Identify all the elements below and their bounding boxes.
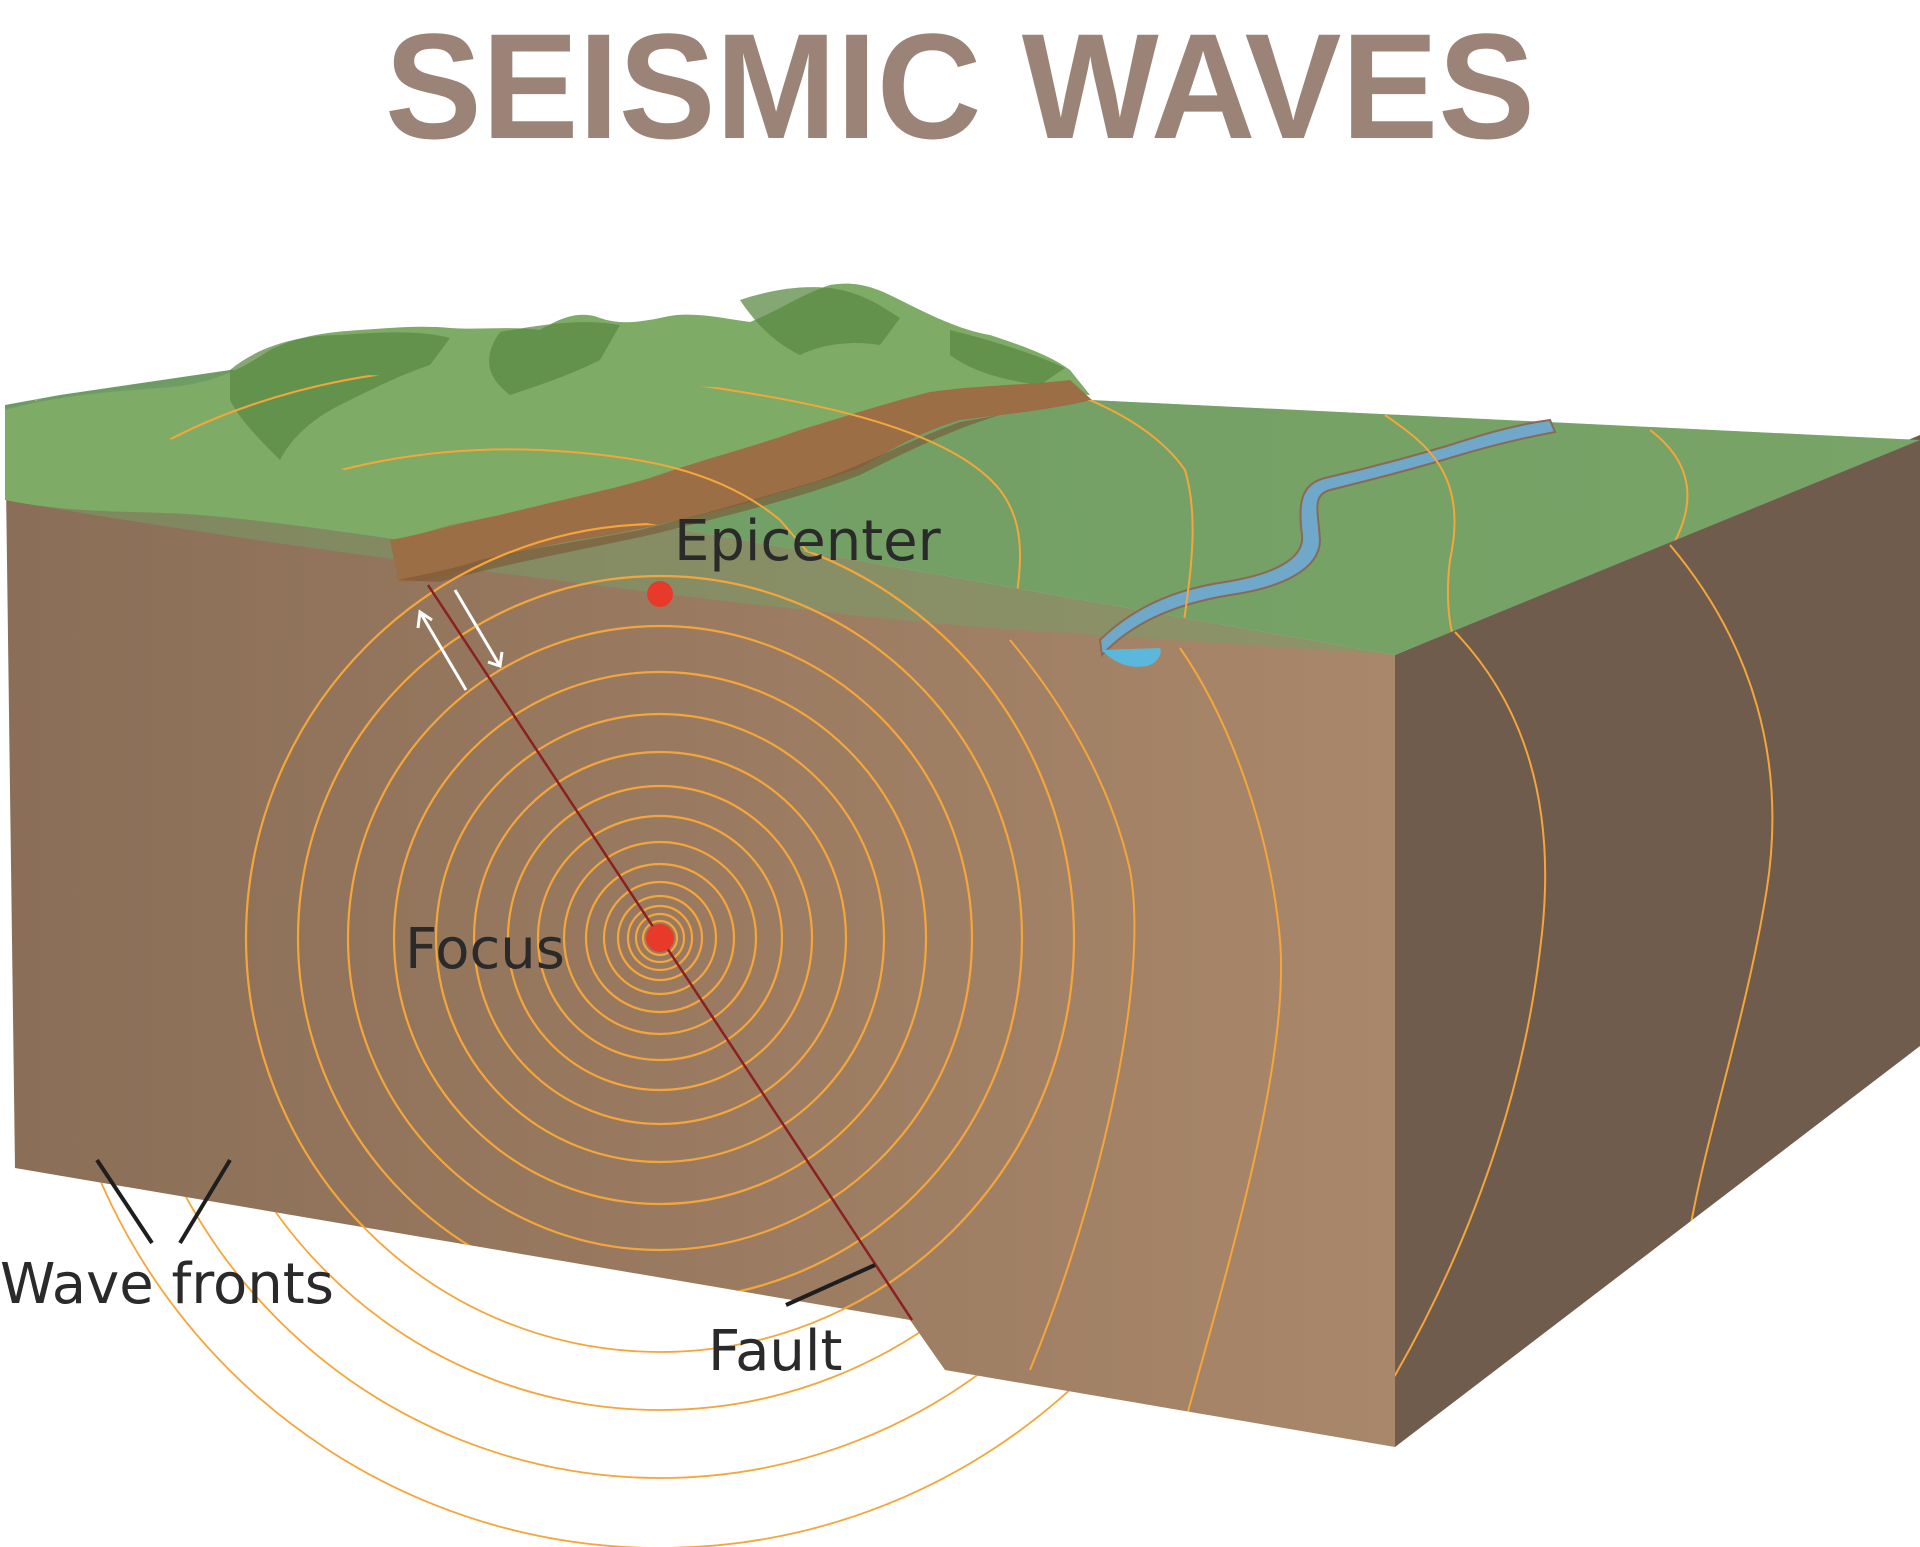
wave-front-ring	[392, 670, 928, 1206]
focus-dot-icon	[646, 924, 674, 952]
wave-front-ring	[626, 904, 694, 972]
wave-fronts-outer	[49, 1168, 1271, 1547]
wave-front-ring	[641, 919, 679, 957]
wave-front-ring-outer	[187, 1168, 1133, 1411]
wave-fronts-right	[1009, 639, 1283, 1441]
wave-fronts-label: Wave fronts	[0, 1252, 334, 1317]
wave-front-ring-outer	[119, 1168, 1201, 1479]
fault-label: Fault	[708, 1319, 842, 1384]
focus-label: Focus	[405, 917, 565, 982]
fault-motion-arrows-icon	[416, 589, 504, 691]
block-side-face	[1395, 435, 1920, 1447]
diagram-title: SEISMIC WAVES	[385, 2, 1535, 170]
fault-line	[426, 584, 914, 1321]
wave-fronts-side	[1395, 544, 1774, 1447]
wave-front-ring	[584, 862, 736, 1014]
river	[1098, 418, 1557, 658]
fault-scarp	[390, 380, 1092, 583]
wave-front-ring	[634, 912, 686, 964]
wave-front-ring	[346, 624, 974, 1252]
wave-front-ring	[536, 814, 784, 1062]
mountain-shading	[230, 287, 1065, 460]
wave-front-ring	[472, 750, 848, 1126]
wave-front-ring	[562, 840, 758, 1036]
epicenter-dot-icon	[647, 581, 673, 607]
wave-front-ring	[602, 880, 718, 996]
river-mouth	[1102, 648, 1161, 667]
wave-front-ring	[434, 712, 886, 1164]
wave-front-ring-outer	[245, 1168, 1075, 1353]
wave-front-ring	[506, 784, 814, 1092]
label-leader-lines	[95, 1158, 876, 1307]
wave-front-ring	[616, 894, 704, 982]
fault-scarp-shadow	[398, 415, 1000, 582]
epicenter-label: Epicenter	[674, 509, 942, 574]
